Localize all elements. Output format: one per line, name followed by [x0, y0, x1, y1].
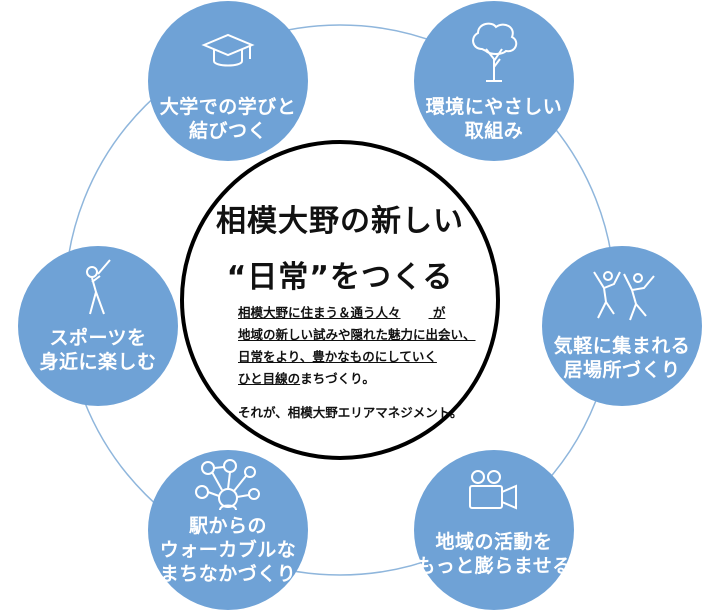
node-gathering: 気軽に集まれる 居場所づくり	[542, 246, 702, 406]
center-circle: 相模大野の新しい “日常”をつくる 相模大野に住まう＆通う人々 が 地域の新しい…	[180, 140, 500, 460]
center-body: 相模大野に住まう＆通う人々 が 地域の新しい試みや隠れた魅力に出会い、 日常をよ…	[238, 302, 476, 424]
body-line3: 日常をより、豊かなものにしていく	[238, 349, 437, 364]
graduation-cap-icon	[148, 31, 308, 75]
node-community-label: 地域の活動を もっと膨らませる	[416, 531, 572, 577]
center-title-line1: 相模大野の新しい	[216, 204, 464, 239]
node-university-label: 大学での学びと 結びつく	[159, 96, 297, 142]
network-people-icon	[148, 458, 308, 516]
node-community: 地域の活動を もっと膨らませる	[414, 450, 574, 610]
node-sports: スポーツを 身近に楽しむ	[18, 246, 178, 406]
body-line1: 相模大野に住まう＆通う人々 が	[238, 305, 446, 320]
baseball-player-icon	[18, 258, 178, 316]
dancing-people-icon	[542, 268, 702, 324]
video-camera-icon	[414, 468, 574, 512]
tree-icon	[414, 19, 574, 85]
body-line5: それが、相模大野エリアマネジメント。	[238, 405, 463, 420]
body-line4: ひと目線のまちづくり。	[238, 371, 375, 386]
node-environment: 環境にやさしい 取組み	[414, 1, 574, 161]
node-gathering-label: 気軽に集まれる 居場所づくり	[553, 335, 691, 381]
node-university: 大学での学びと 結びつく	[148, 1, 308, 161]
center-title-line2: “日常”をつくる	[226, 260, 454, 295]
node-walkable-label: 駅からの ウォーカブルな まちなかづくり	[159, 515, 297, 585]
node-sports-label: スポーツを 身近に楽しむ	[39, 327, 157, 373]
node-environment-label: 環境にやさしい 取組み	[425, 96, 563, 142]
node-walkable: 駅からの ウォーカブルな まちなかづくり	[148, 450, 308, 610]
body-line2: 地域の新しい試みや隠れた魅力に出会い、	[238, 327, 476, 342]
